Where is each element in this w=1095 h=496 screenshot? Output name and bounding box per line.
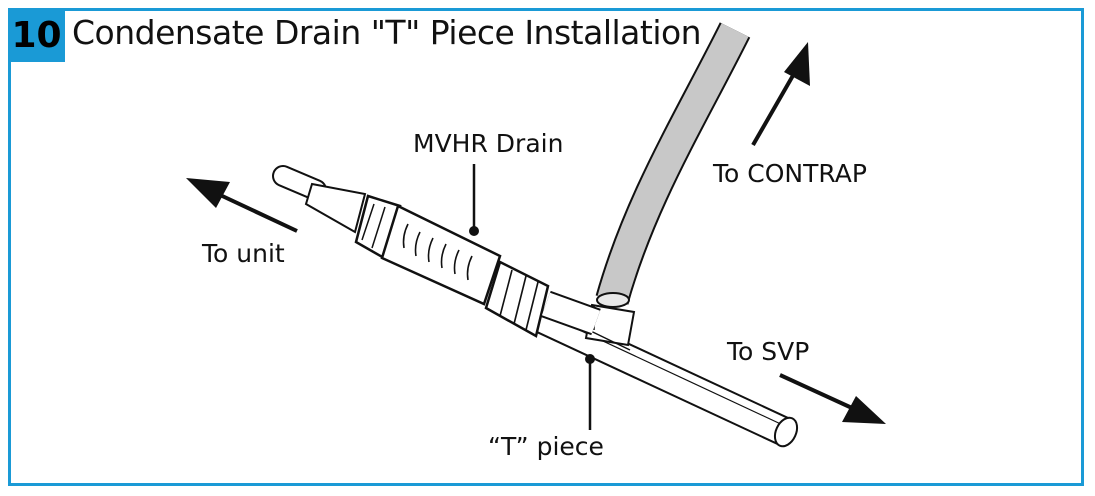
label-to-unit: To unit	[201, 239, 285, 268]
arrow-to-contrap	[751, 42, 810, 146]
arrow-to-svp	[779, 373, 886, 424]
label-mvhr-drain: MVHR Drain	[413, 129, 563, 158]
label-to-svp: To SVP	[726, 337, 809, 366]
contrap-hose	[595, 22, 751, 308]
mvhr-drain-fitting	[272, 165, 601, 338]
step-number-badge: 10	[8, 8, 65, 62]
leader-t-piece	[585, 354, 595, 430]
leader-mvhr-drain	[469, 164, 479, 236]
label-t-piece: “T” piece	[488, 432, 604, 461]
svp-pipe	[533, 304, 799, 448]
label-to-contrap: To CONTRAP	[712, 159, 867, 188]
diagram-title: Condensate Drain "T" Piece Installation	[72, 13, 702, 52]
diagram-frame	[8, 8, 1084, 486]
arrow-to-unit	[186, 178, 298, 233]
